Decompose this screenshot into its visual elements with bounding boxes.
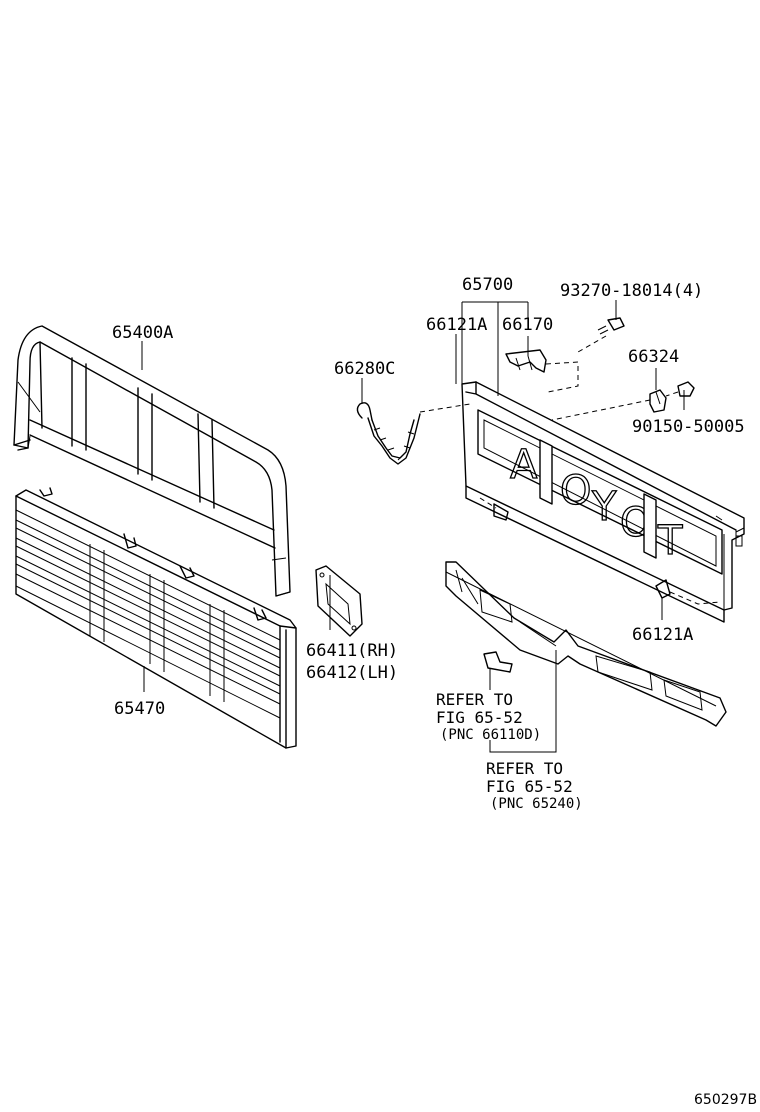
refer-fig: FIG 65-52: [486, 777, 573, 796]
refer-line: REFER TO: [436, 690, 513, 709]
refer-pnc: (PNC 65240): [490, 796, 583, 812]
label-65470: 65470: [114, 699, 165, 719]
label-66121A-bottom: 66121A: [632, 625, 693, 645]
svg-text:Y: Y: [591, 484, 617, 530]
svg-text:T: T: [657, 518, 683, 564]
part-labels: 65400A 65470 66411(RH) 66412(LH) 66280C …: [112, 275, 745, 719]
figure-code: 650297B: [694, 1092, 757, 1108]
tailgate-chain-66280C: [356, 402, 471, 465]
label-66121A-top: 66121A: [426, 315, 487, 335]
label-66280C: 66280C: [334, 359, 395, 379]
label-66324: 66324: [628, 347, 679, 367]
label-65400A: 65400A: [112, 323, 173, 343]
tailgate-lettering: A O Y O T: [509, 439, 684, 565]
stopper-66324: [649, 389, 667, 413]
label-93270-18014: 93270-18014(4): [560, 281, 703, 301]
leader-lines: [141, 300, 685, 753]
label-90150-50005: 90150-50005: [632, 417, 745, 437]
screw-90150-50005: [551, 381, 695, 421]
tailgate-65700: A O Y O T: [461, 381, 745, 623]
label-66170: 66170: [502, 315, 553, 335]
refer-line: REFER TO: [486, 759, 563, 778]
label-66411: 66411(RH): [306, 641, 398, 661]
label-65700: 65700: [462, 275, 513, 295]
headboard-frame-65400A: [13, 325, 291, 597]
screw-93270-18014: [577, 317, 625, 353]
rear-sill-assembly: [445, 561, 727, 727]
refer-fig: FIG 65-52: [436, 708, 523, 727]
corner-bracket-66411-66412: [315, 565, 363, 637]
hinge-66170: [505, 349, 579, 393]
label-66412: 66412(LH): [306, 663, 398, 683]
svg-text:O: O: [560, 468, 591, 514]
bolt-tailgate-lower: [479, 497, 509, 521]
side-gate-panel-65470: [15, 487, 297, 749]
refer-pnc: (PNC 66110D): [440, 727, 541, 743]
clip-66110D: [483, 651, 513, 673]
svg-text:A: A: [510, 442, 538, 488]
fastener-66121A-lower: [655, 579, 721, 605]
reference-note-1: REFER TO FIG 65-52 (PNC 66110D): [436, 690, 541, 743]
reference-note-2: REFER TO FIG 65-52 (PNC 65240): [486, 759, 583, 812]
